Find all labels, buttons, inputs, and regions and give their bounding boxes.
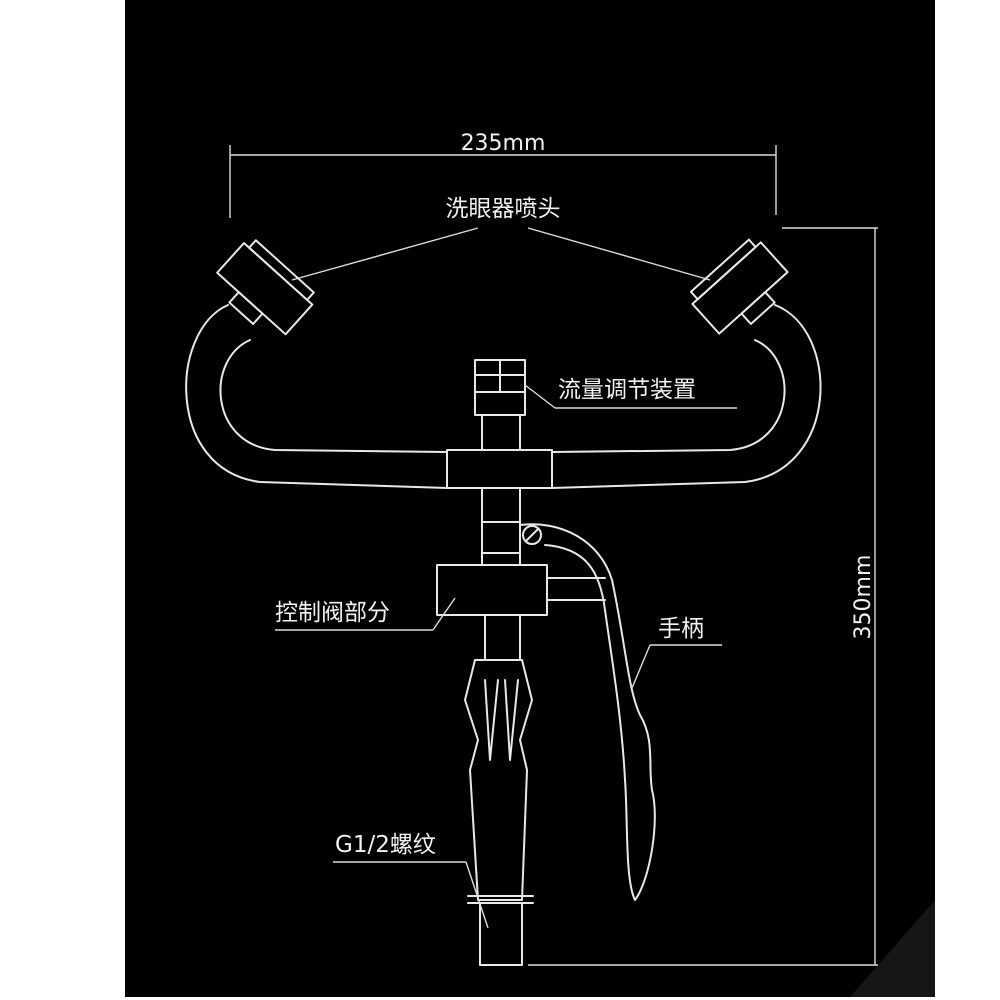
control-valve: [436, 564, 548, 616]
nozzle-callout: 洗眼器喷头: [291, 196, 711, 281]
handle-label: 手柄: [658, 616, 704, 642]
height-dimension-label: 350mm: [851, 555, 876, 640]
thread-label: G1/2螺纹: [335, 832, 436, 858]
thread-callout: G1/2螺纹: [333, 832, 489, 929]
flow-regulator-label: 流量调节装置: [558, 377, 696, 403]
nozzle-arms: [185, 304, 822, 489]
width-dimension: 235mm: [229, 131, 777, 218]
diagram-panel: [125, 0, 935, 997]
right-nozzle: [689, 238, 789, 335]
valve-body: [436, 359, 606, 661]
height-dimension: 350mm: [528, 227, 878, 966]
control-valve-label: 控制阀部分: [275, 600, 390, 626]
handle: [519, 523, 656, 901]
background-streak: [850, 900, 935, 997]
control-valve-callout: 控制阀部分: [275, 597, 456, 631]
nozzle-label: 洗眼器喷头: [446, 196, 561, 222]
flow-regulator-callout: 流量调节装置: [524, 377, 737, 409]
inlet-fitting: [464, 659, 534, 966]
left-nozzle: [216, 239, 315, 336]
handle-callout: 手柄: [631, 616, 722, 689]
width-dimension-label: 235mm: [461, 131, 546, 156]
